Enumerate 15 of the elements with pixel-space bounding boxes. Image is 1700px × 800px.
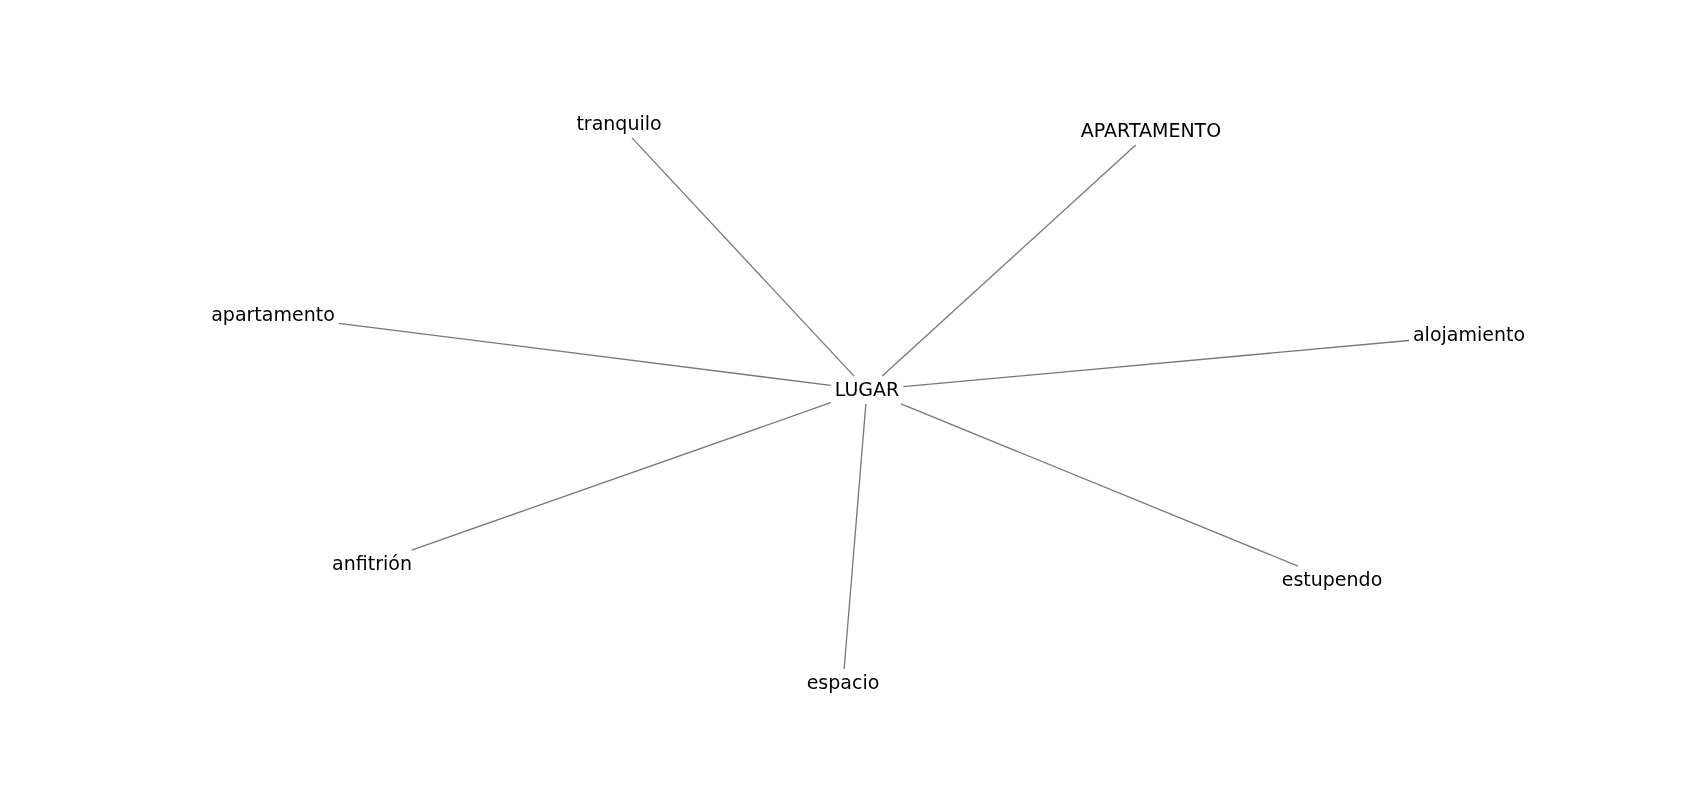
word-label: tranquilo [574, 112, 664, 136]
connector-line [843, 403, 867, 670]
word-label: estupendo [1279, 568, 1385, 592]
word-label: LUGAR [832, 378, 902, 402]
connector-line [881, 144, 1137, 377]
word-label: alojamiento [1410, 323, 1528, 347]
connector-line [338, 322, 832, 387]
connector-line [900, 403, 1299, 567]
word-label: apartamento [209, 303, 337, 327]
connector-line [631, 137, 855, 377]
connector-line [902, 339, 1410, 388]
connector-line [410, 402, 832, 551]
word-label: espacio [804, 671, 882, 695]
word-label: APARTAMENTO [1078, 119, 1224, 143]
word-label: anfitrión [330, 552, 414, 576]
